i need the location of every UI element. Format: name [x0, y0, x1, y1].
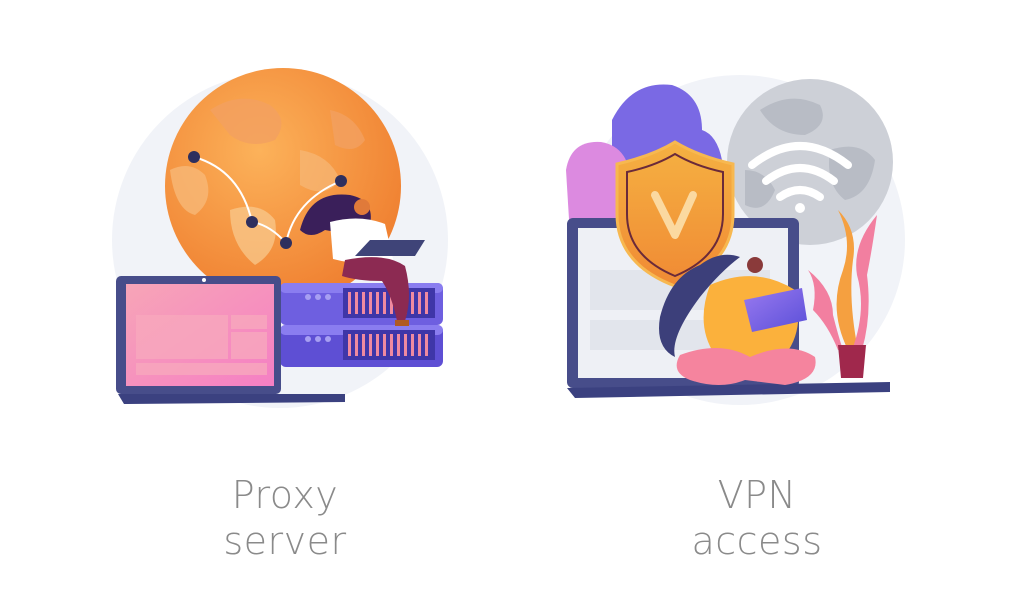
woman-with-tablet-figure — [659, 254, 816, 385]
server-rack-icon — [280, 283, 443, 367]
vpn-access-artwork — [566, 75, 905, 405]
plant-icon — [808, 210, 877, 378]
caption-line-2: access — [691, 519, 823, 563]
vpn-access-illustration: VPN access — [512, 0, 1024, 614]
proxy-server-illustration: Proxy server — [112, 68, 448, 564]
caption-line-2: server — [223, 519, 347, 563]
vpn-access-caption: VPN access — [642, 472, 872, 564]
caption-line-1: Proxy — [231, 473, 339, 517]
laptop-icon — [116, 276, 345, 404]
proxy-server-caption: Proxy server — [170, 472, 400, 564]
shield-check-icon — [615, 140, 735, 288]
caption-line-1: VPN — [717, 473, 797, 517]
grey-globe-icon — [727, 79, 893, 245]
wifi-icon — [748, 142, 852, 213]
proxy-server-artwork — [112, 68, 448, 408]
woman-with-laptop-figure — [300, 194, 425, 326]
